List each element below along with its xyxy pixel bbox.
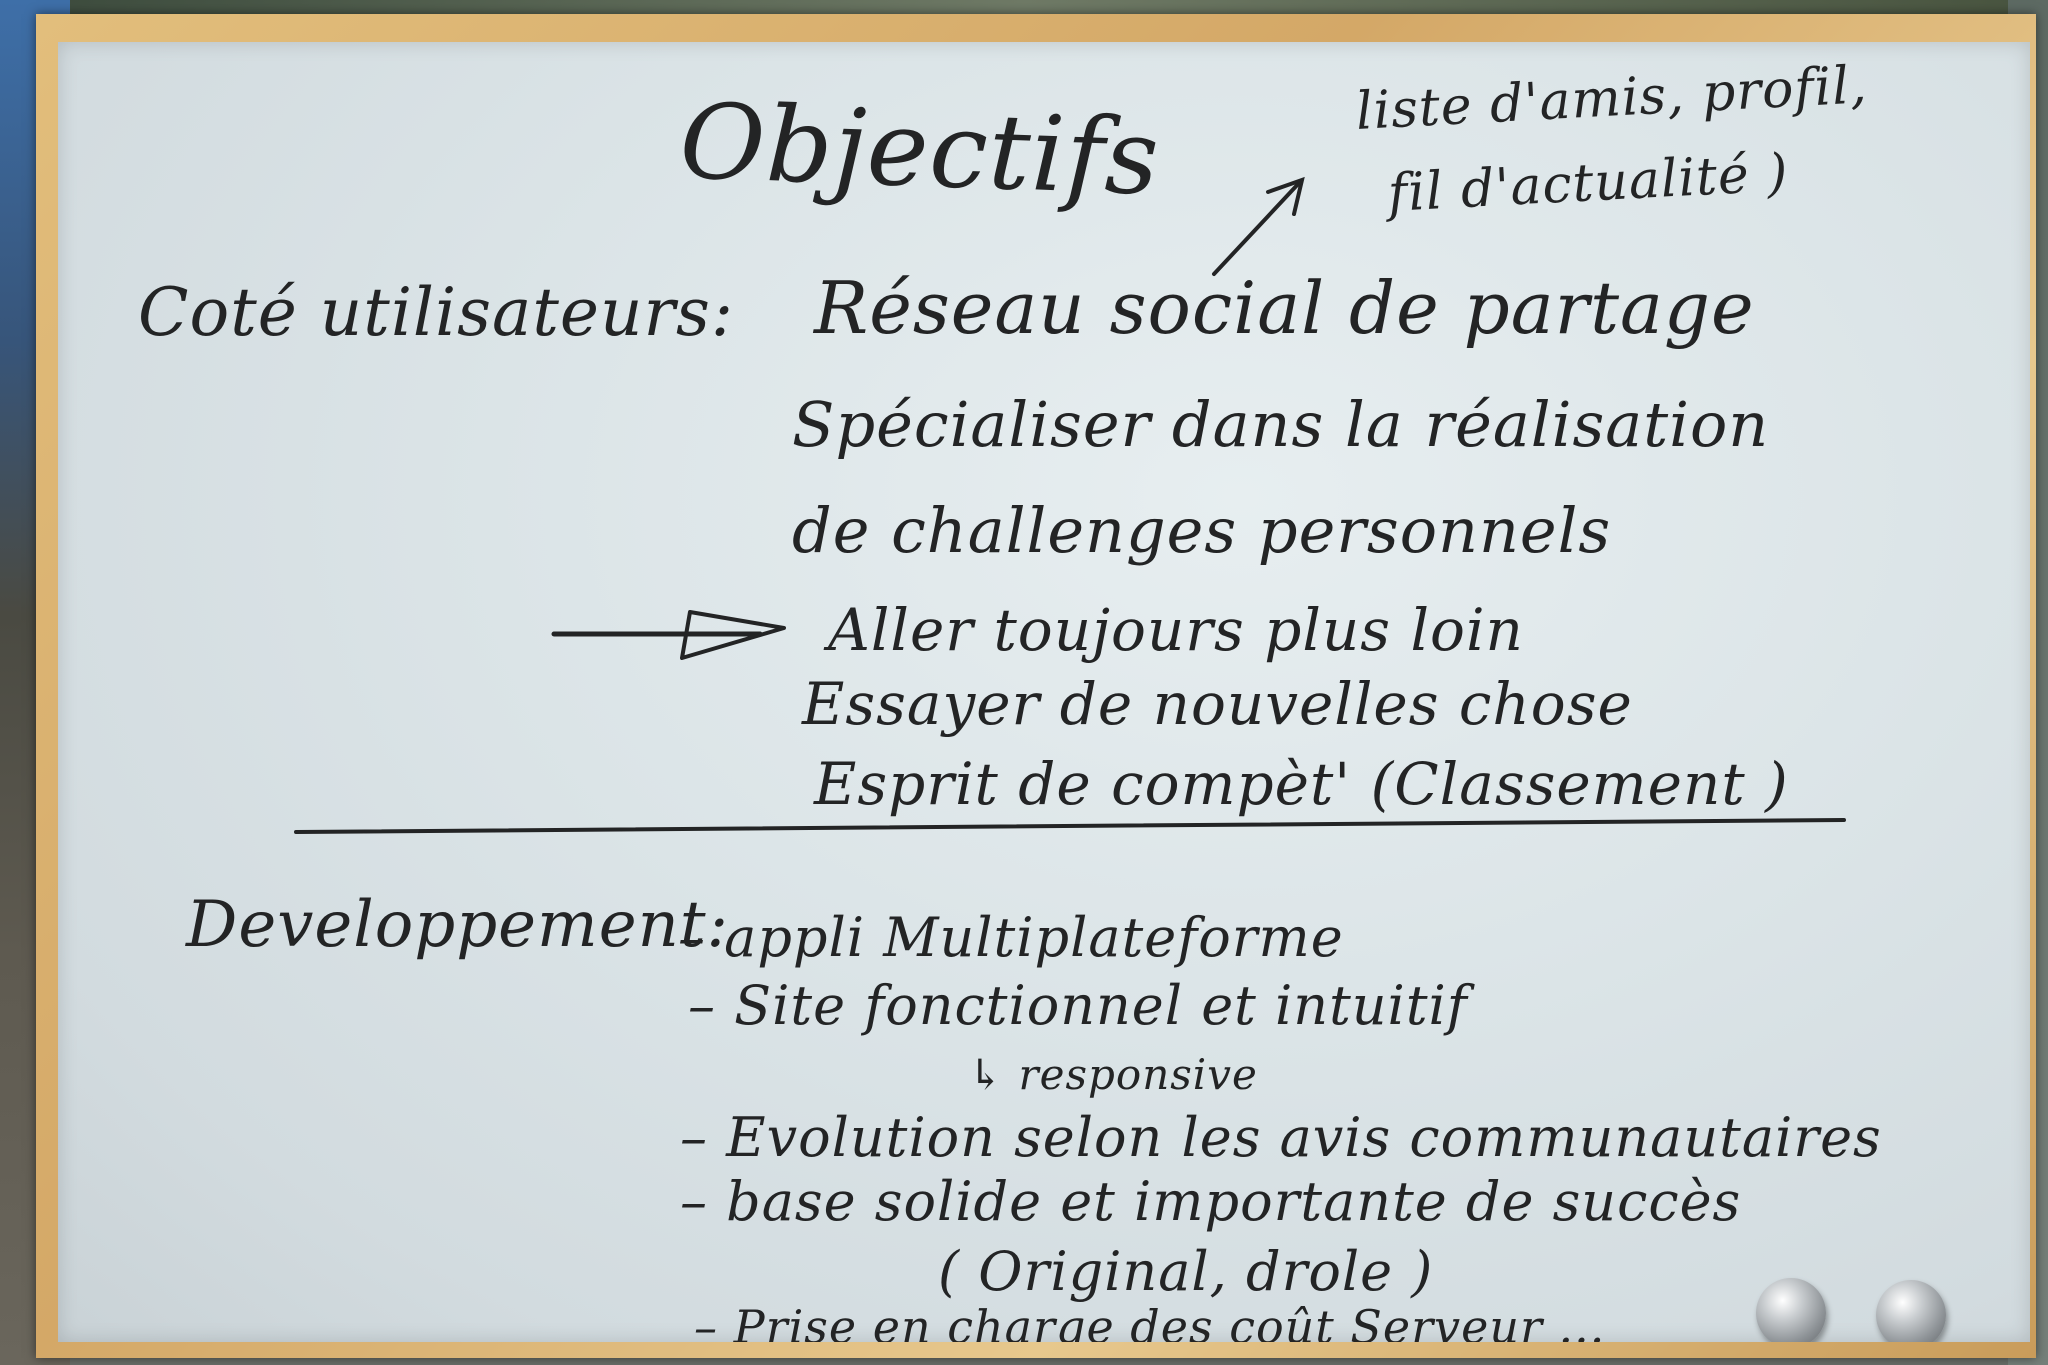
dev-item-4-sub: ( Original, drole ) (938, 1240, 1434, 1303)
dev-item-3: – Evolution selon les avis communautaire… (680, 1106, 1882, 1169)
dev-item-2: – Site fonctionnel et intuitif (688, 974, 1468, 1037)
dev-item-1: – appli Multiplateforme (678, 906, 1344, 969)
magnet-2 (1876, 1280, 1946, 1342)
user-side-label: Coté utilisateurs: (138, 274, 735, 351)
board-title: Objectifs (677, 80, 1162, 219)
section-divider (294, 818, 1846, 834)
bullet-3: Esprit de compèt' (Classement ) (814, 750, 1789, 818)
dev-label: Developpement: (186, 888, 730, 962)
bullet-2: Essayer de nouvelles chose (802, 670, 1633, 738)
spec-line-2: de challenges personnels (792, 494, 1612, 567)
note-line-2: fil d'actualité ) (1386, 143, 1790, 224)
dev-item-2-sub: ↳ responsive (968, 1050, 1258, 1099)
spec-line-1: Spécialiser dans la réalisation (792, 388, 1770, 461)
user-side-value: Réseau social de partage (814, 266, 1755, 350)
dev-item-4: – base solide et importante de succès (680, 1170, 1742, 1233)
bullet-1: Aller toujours plus loin (828, 596, 1524, 664)
note-line-1: liste d'amis, profil, (1354, 55, 1869, 142)
whiteboard-surface: Objectifs liste d'amis, profil, fil d'ac… (58, 42, 2030, 1342)
arrow-to-note-head (1266, 176, 1305, 216)
magnet-1 (1756, 1278, 1826, 1342)
arrow-to-note (1212, 180, 1302, 276)
dev-item-5: – Prise en charge des coût Serveur ... (694, 1300, 1606, 1342)
arrow-to-bullets-head (680, 610, 786, 660)
